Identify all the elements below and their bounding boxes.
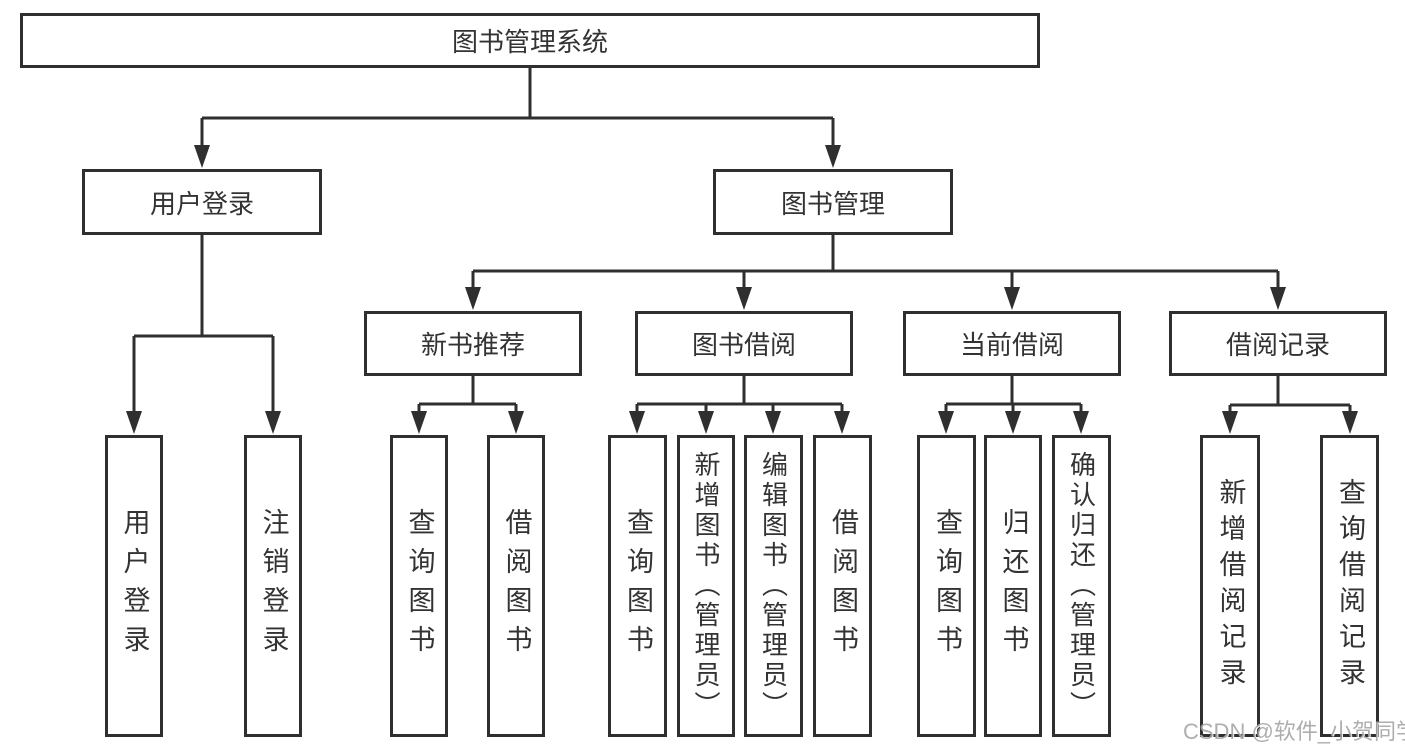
arrow-down-icon — [1073, 411, 1089, 434]
node-root: 图书管理系统 — [20, 13, 1040, 68]
connector-new-book-to-leaves — [417, 376, 518, 416]
leaf-borrow-query-books-label: 查询图书 — [623, 508, 653, 664]
arrow-down-icon — [1270, 287, 1286, 310]
leaf-user-login: 用户登录 — [105, 435, 163, 737]
connector-root-to-level2 — [200, 68, 835, 150]
leaf-borrow-query-books: 查询图书 — [608, 435, 667, 737]
arrow-down-icon — [508, 411, 524, 434]
node-borrow-records: 借阅记录 — [1169, 311, 1387, 376]
arrow-down-icon — [1222, 411, 1238, 434]
node-book-borrow-label: 图书借阅 — [691, 330, 796, 360]
connector-borrow-records-to-leaves — [1228, 376, 1352, 416]
node-user-login-label: 用户登录 — [149, 188, 254, 219]
csdn-watermark: CSDN @软件_小贺同学 — [1183, 719, 1405, 744]
arrow-down-icon — [194, 145, 210, 168]
arrow-down-icon — [1005, 411, 1021, 434]
arrowheads — [126, 145, 1358, 434]
leaf-recommend-query-books: 查询图书 — [390, 435, 448, 737]
leaf-add-borrow-record-label: 新增借阅记录 — [1215, 478, 1246, 694]
leaf-user-login-label: 用户登录 — [119, 508, 150, 664]
leaf-add-borrow-record: 新增借阅记录 — [1200, 435, 1260, 737]
leaf-current-query-books: 查询图书 — [917, 435, 976, 737]
leaf-recommend-borrow-books: 借阅图书 — [487, 435, 545, 737]
leaf-return-books-label: 归还图书 — [998, 508, 1029, 664]
arrow-down-icon — [411, 411, 427, 434]
leaf-confirm-return-admin: 确认归还（管理员） — [1052, 435, 1111, 737]
arrow-down-icon — [938, 411, 954, 434]
connector-book-mgmt-to-level3 — [471, 235, 1280, 292]
arrow-down-icon — [265, 411, 281, 434]
node-current-borrow: 当前借阅 — [903, 311, 1121, 376]
leaf-logout: 注销登录 — [244, 435, 302, 737]
node-new-book-recommend-label: 新书推荐 — [420, 330, 525, 360]
node-root-label: 图书管理系统 — [451, 27, 608, 57]
connector-user-login-to-leaves — [132, 235, 275, 416]
node-book-management: 图书管理 — [713, 169, 953, 235]
leaf-query-borrow-record-label: 查询借阅记录 — [1335, 478, 1365, 694]
connector-current-borrow-to-leaves — [944, 376, 1083, 416]
connector-book-borrow-to-leaves — [635, 376, 844, 416]
arrow-down-icon — [736, 287, 752, 310]
leaf-recommend-query-books-label: 查询图书 — [404, 508, 435, 664]
node-current-borrow-label: 当前借阅 — [959, 330, 1064, 360]
arrow-down-icon — [698, 411, 714, 434]
leaf-edit-books-admin: 编辑图书（管理员） — [744, 435, 803, 737]
node-book-management-label: 图书管理 — [780, 188, 885, 219]
leaf-edit-books-admin-label: 编辑图书（管理员） — [758, 451, 789, 721]
arrow-down-icon — [834, 411, 850, 434]
leaf-recommend-borrow-books-label: 借阅图书 — [501, 508, 532, 664]
node-user-login: 用户登录 — [82, 169, 322, 235]
node-new-book-recommend: 新书推荐 — [364, 311, 582, 376]
leaf-return-books: 归还图书 — [984, 435, 1042, 737]
leaf-current-query-books-label: 查询图书 — [932, 508, 962, 664]
arrow-down-icon — [465, 287, 481, 310]
leaf-add-books-admin-label: 新增图书（管理员） — [691, 451, 721, 721]
connector-strokes — [132, 68, 1352, 416]
leaf-add-books-admin: 新增图书（管理员） — [677, 435, 735, 737]
arrow-down-icon — [126, 411, 142, 434]
leaf-borrow-books: 借阅图书 — [813, 435, 872, 737]
leaf-logout-label: 注销登录 — [258, 508, 289, 664]
arrow-down-icon — [1342, 411, 1358, 434]
arrow-down-icon — [1004, 287, 1020, 310]
leaf-confirm-return-admin-label: 确认归还（管理员） — [1066, 451, 1097, 721]
node-book-borrow: 图书借阅 — [635, 311, 853, 376]
leaf-borrow-books-label: 借阅图书 — [828, 508, 858, 664]
arrow-down-icon — [765, 411, 781, 434]
node-borrow-records-label: 借阅记录 — [1225, 330, 1330, 360]
leaf-query-borrow-record: 查询借阅记录 — [1320, 435, 1379, 737]
arrow-down-icon — [825, 145, 841, 168]
arrow-down-icon — [629, 411, 645, 434]
